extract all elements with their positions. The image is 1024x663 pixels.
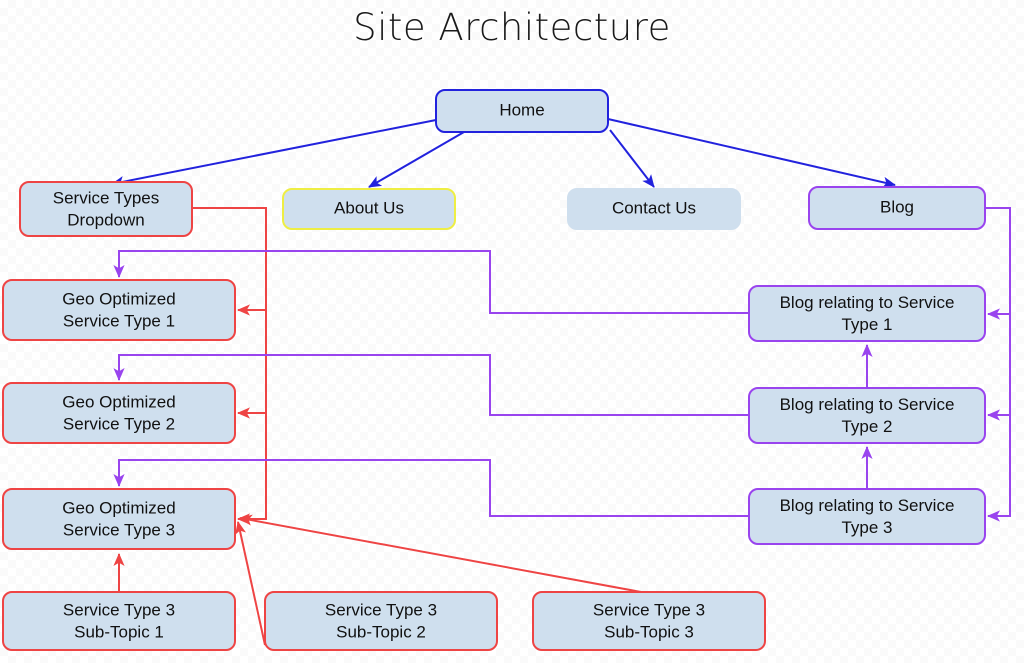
node-box-geo-service-type-3[interactable] <box>2 488 236 550</box>
node-box-about-us[interactable] <box>282 188 456 230</box>
node-sub-topic-3[interactable]: Service Type 3 Sub-Topic 3 <box>532 591 766 651</box>
connector-blog-type-3-to-geo-3 <box>113 459 749 517</box>
node-contact-us[interactable]: Contact Us <box>567 188 741 230</box>
node-about-us[interactable]: About Us <box>282 188 456 230</box>
node-box-sub-topic-3[interactable] <box>532 591 766 651</box>
node-home[interactable]: Home <box>435 89 609 133</box>
page-title: Site Architecture <box>353 6 671 49</box>
node-sub-topic-2[interactable]: Service Type 3 Sub-Topic 2 <box>264 591 498 651</box>
node-blog[interactable]: Blog <box>808 186 986 230</box>
connector-blog-type-2-to-geo-2 <box>113 354 749 416</box>
connector-blog-to-blog-type-1 <box>985 207 1011 320</box>
node-box-geo-service-type-1[interactable] <box>2 279 236 341</box>
node-sub-topic-1[interactable]: Service Type 3 Sub-Topic 1 <box>2 591 236 651</box>
node-label-blog-service-type-2-line1: Blog relating to Service <box>780 395 955 414</box>
node-label-sub-topic-1-line2: Sub-Topic 1 <box>74 622 164 641</box>
node-box-sub-topic-2[interactable] <box>264 591 498 651</box>
node-box-blog[interactable] <box>808 186 986 230</box>
node-label-geo-service-type-2-line1: Geo Optimized <box>62 392 175 411</box>
connector-service-types-to-geo-3 <box>237 208 267 525</box>
node-label-blog: Blog <box>880 197 914 216</box>
node-label-contact-us: Contact Us <box>612 198 696 217</box>
node-label-sub-topic-2-line1: Service Type 3 <box>325 600 437 619</box>
connector-home-to-service-types <box>111 119 437 188</box>
node-label-sub-topic-1-line1: Service Type 3 <box>63 600 175 619</box>
node-label-blog-service-type-1-line2: Type 1 <box>841 315 892 334</box>
node-label-geo-service-type-2-line2: Service Type 2 <box>63 414 175 433</box>
connector-home-to-blog <box>607 118 896 188</box>
node-box-blog-service-type-2[interactable] <box>748 387 986 444</box>
connector-sub-topic-2-to-geo-3 <box>235 521 266 646</box>
connector-blog-to-blog-type-3 <box>987 208 1011 522</box>
node-box-blog-service-type-3[interactable] <box>748 488 986 545</box>
node-label-blog-service-type-3-line1: Blog relating to Service <box>780 496 955 515</box>
node-label-geo-service-type-3-line2: Service Type 3 <box>63 520 175 539</box>
node-box-home[interactable] <box>435 89 609 133</box>
node-label-blog-service-type-3-line2: Type 3 <box>841 518 892 537</box>
node-label-geo-service-type-1-line2: Service Type 1 <box>63 311 175 330</box>
connector-layer <box>111 118 1011 646</box>
node-label-sub-topic-3-line2: Sub-Topic 3 <box>604 622 694 641</box>
connector-home-to-about-us <box>368 131 465 188</box>
node-label-sub-topic-2-line2: Sub-Topic 2 <box>336 622 426 641</box>
node-box-blog-service-type-1[interactable] <box>748 285 986 342</box>
connector-home-to-contact-us <box>609 129 655 188</box>
node-label-geo-service-type-1-line1: Geo Optimized <box>62 289 175 308</box>
connector-sub-topic-3-to-geo-3 <box>239 514 642 593</box>
node-label-sub-topic-3-line1: Service Type 3 <box>593 600 705 619</box>
node-box-geo-service-type-2[interactable] <box>2 382 236 444</box>
node-label-home: Home <box>499 100 544 119</box>
node-box-sub-topic-1[interactable] <box>2 591 236 651</box>
node-label-blog-service-type-1-line1: Blog relating to Service <box>780 293 955 312</box>
connector-blog-to-blog-type-2 <box>987 208 1011 421</box>
node-label-blog-service-type-2-line2: Type 2 <box>841 417 892 436</box>
node-box-service-types-dropdown[interactable] <box>19 181 193 237</box>
node-label-geo-service-type-3-line1: Geo Optimized <box>62 498 175 517</box>
node-label-service-types-dropdown-line1: Service Types <box>53 188 159 207</box>
node-label-about-us: About Us <box>334 198 404 217</box>
node-label-service-types-dropdown-line2: Dropdown <box>67 210 145 229</box>
node-box-contact-us[interactable] <box>567 188 741 230</box>
connector-blog-type-1-to-geo-1 <box>113 250 749 314</box>
